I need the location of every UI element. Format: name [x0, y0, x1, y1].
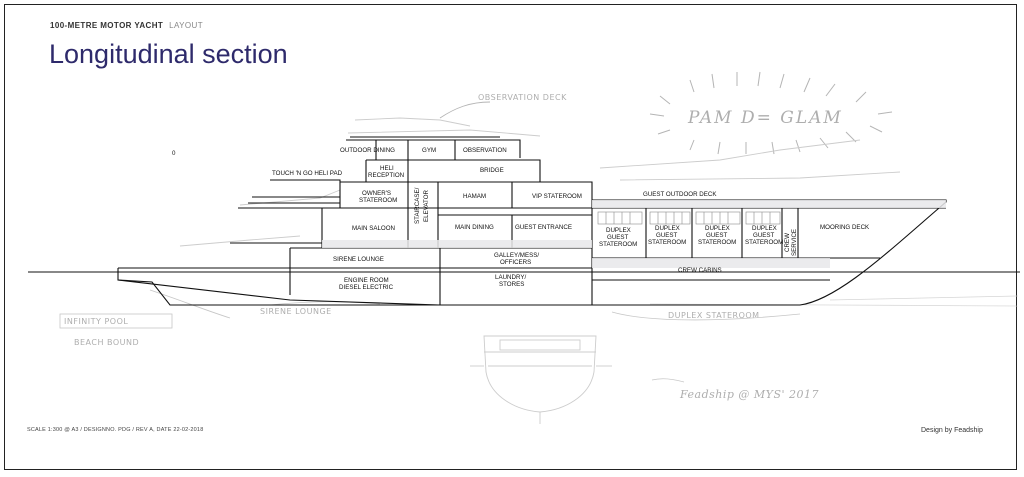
label-duplex-2: DUPLEX [655, 225, 680, 232]
label-staircase: STAIRCASE/ [414, 187, 421, 224]
sketch-sirene-lounge: SIRENE LOUNGE [260, 307, 332, 316]
label-duplex-1: DUPLEX [606, 227, 631, 234]
sketch-yacht-name: PAM D= GLAM [687, 108, 843, 128]
label-officers: OFFICERS [500, 259, 531, 266]
label-reception: RECEPTION [368, 172, 404, 179]
label-galley: GALLEY/MESS/ [494, 252, 539, 259]
label-engine-room: ENGINE ROOM [344, 277, 389, 284]
sketch-duplex-stateroom: DUPLEX STATEROOM [668, 311, 760, 320]
sketch-infinity-pool: INFINITY POOL [64, 317, 128, 326]
page-title: Longitudinal section [49, 39, 288, 69]
label-crew: CREW [784, 233, 791, 252]
label-hamam: HAMAM [463, 193, 486, 200]
kicker-sub: LAYOUT [169, 21, 203, 30]
room-labels: 0 OUTDOOR DINING GYM OBSERVATION HELI RE… [172, 147, 870, 291]
label-duplex-4: DUPLEX [752, 225, 777, 232]
section-marker: 0 [172, 150, 176, 157]
label-guest-2: GUEST [656, 232, 678, 239]
sketch-cross-section [470, 335, 612, 424]
label-outdoor-dining: OUTDOOR DINING [340, 147, 395, 154]
label-crew-service: SERVICE [791, 229, 798, 256]
sketch-rays [649, 71, 893, 155]
label-stateroom-1: STATEROOM [599, 241, 637, 248]
label-touch-go-heli-pad: TOUCH 'N GO HELI PAD [272, 170, 343, 177]
label-bridge: BRIDGE [480, 167, 504, 174]
label-crew-cabins: CREW CABINS [678, 267, 722, 274]
footer-scale-info: SCALE 1:300 @ A3 / DESIGNNO. PDG / REV A… [27, 427, 204, 433]
label-stores: STORES [499, 281, 524, 288]
sketch-observation-deck: OBSERVATION DECK [478, 93, 567, 102]
label-main-saloon: MAIN SALOON [352, 225, 395, 232]
label-guest-outdoor-deck: GUEST OUTDOOR DECK [643, 191, 717, 198]
label-stateroom-3: STATEROOM [698, 239, 736, 246]
label-laundry: LAUNDRY/ [495, 274, 526, 281]
duplex-windows [597, 211, 781, 225]
label-gym: GYM [422, 147, 436, 154]
kicker: 100-METRE MOTOR YACHT LAYOUT [50, 21, 203, 30]
label-owners: OWNER'S [362, 190, 391, 197]
label-stateroom-4: STATEROOM [745, 239, 783, 246]
label-guest-entrance: GUEST ENTRANCE [515, 224, 572, 231]
kicker-main: 100-METRE MOTOR YACHT [50, 21, 164, 30]
label-stateroom-2: STATEROOM [648, 239, 686, 246]
sketch-beach-bound: BEACH BOUND [74, 338, 139, 347]
sketch-signature: Feadship @ MYS' 2017 [679, 388, 819, 401]
label-vip-stateroom: VIP STATEROOM [532, 193, 582, 200]
label-duplex-3: DUPLEX [705, 225, 730, 232]
label-elevator: ELEVATOR [423, 189, 430, 222]
label-owners-stateroom: STATEROOM [359, 197, 397, 204]
label-mooring-deck: MOORING DECK [820, 224, 870, 231]
label-main-dining: MAIN DINING [455, 224, 494, 231]
drawing-frame [4, 4, 1017, 470]
label-guest-3: GUEST [706, 232, 728, 239]
label-observation: OBSERVATION [463, 147, 507, 154]
label-diesel-electric: DIESEL ELECTRIC [339, 284, 394, 291]
label-sirene-lounge: SIRENE LOUNGE [333, 256, 384, 263]
label-heli: HELI [380, 165, 394, 172]
label-guest-1: GUEST [607, 234, 629, 241]
deck-shading [322, 200, 946, 268]
footer-designer: Design by Feadship [921, 427, 983, 434]
label-guest-4: GUEST [753, 232, 775, 239]
sketch-layer: PAM D= GLAM OBSERVATION DECK INFINITY PO… [59, 71, 1019, 424]
